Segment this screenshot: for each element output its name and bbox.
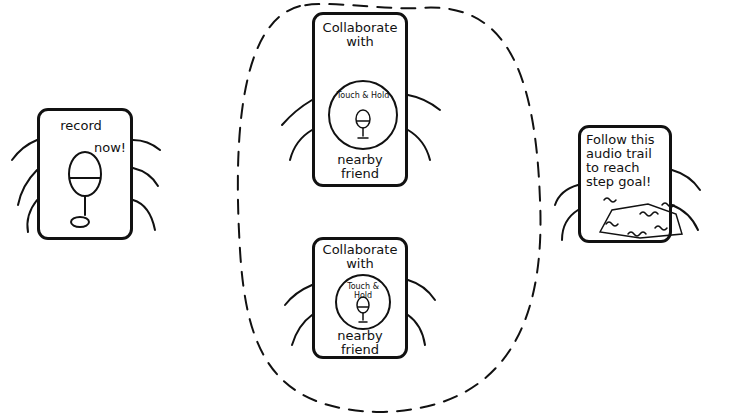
watch-screen: Collaborate with nearby friend Touch & Hol… bbox=[312, 12, 408, 187]
screen-text: record bbox=[46, 119, 116, 133]
button-label: Touch & Hold bbox=[341, 283, 385, 301]
watch-screen: Follow this audio trail to reach step go… bbox=[578, 125, 672, 243]
microphone-icon bbox=[69, 152, 101, 227]
screen-text: Collaborate with bbox=[317, 21, 403, 49]
watch-straps bbox=[12, 95, 700, 345]
watch-screen: Collaborate with nearby friend Touch & Hol… bbox=[312, 237, 408, 359]
touch-hold-button: Touch & Hold bbox=[335, 274, 391, 330]
screen-text: now! bbox=[90, 141, 130, 155]
microphone-icon bbox=[356, 110, 370, 138]
watch-screen: record now! bbox=[37, 108, 133, 240]
dashed-group-outline bbox=[238, 4, 541, 412]
button-label: Touch & Hold bbox=[336, 92, 390, 101]
screen-text: nearby friend bbox=[317, 153, 403, 181]
touch-hold-button: Touch & Hold bbox=[328, 80, 398, 150]
screen-text: Follow this audio trail to reach step go… bbox=[586, 133, 666, 189]
microphone-icon bbox=[357, 297, 369, 322]
screen-text: nearby friend bbox=[317, 329, 403, 357]
screen-text: Collaborate with bbox=[317, 243, 403, 271]
audio-trail-map bbox=[600, 198, 682, 238]
